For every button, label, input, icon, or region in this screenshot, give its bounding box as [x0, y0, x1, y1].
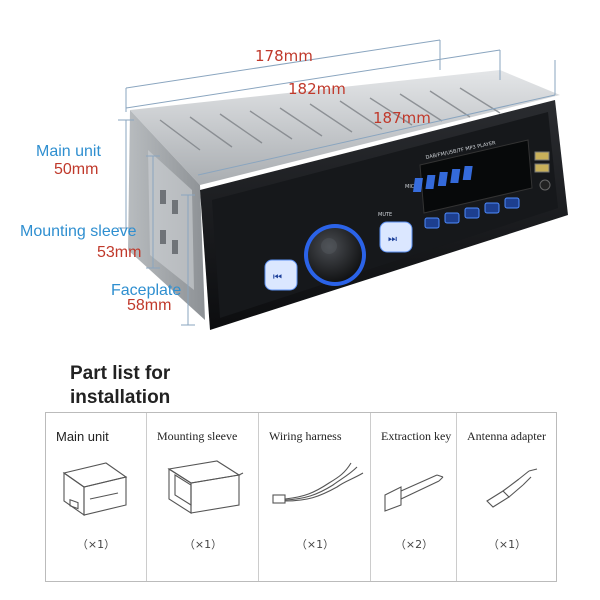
preset-buttons [424, 197, 520, 229]
prev-track-button-photo [264, 259, 298, 291]
svg-text:⏭: ⏭ [388, 234, 397, 245]
width-label-182: 182mm [288, 80, 346, 98]
part-qty: （×1） [295, 538, 335, 551]
product-photo: DAB/FM/USB/TF MP3 PLAYER MIC MUTE ⏮ ⏭ [118, 39, 568, 330]
sleeve-dim-label: Mounting sleeve [20, 223, 137, 240]
sleeve-dim-value: 53mm [97, 244, 142, 261]
part-name: Mounting sleeve [157, 429, 238, 443]
svg-text:⏮: ⏮ [273, 272, 282, 283]
part-cell-main-unit: Main unit （×1） [46, 413, 146, 581]
part-qty: （×1） [487, 538, 527, 551]
part-qty: （×1） [183, 538, 223, 551]
next-track-button-photo [379, 221, 413, 253]
part-name: Antenna adapter [467, 429, 546, 443]
volume-knob [308, 228, 362, 282]
faceplate-dim-value: 58mm [127, 297, 172, 314]
usb-port-2 [534, 163, 550, 173]
mounting-sleeve-icon [147, 453, 259, 528]
aux-jack [539, 179, 551, 191]
antenna-adapter-icon [457, 453, 557, 528]
display-segments [413, 166, 473, 192]
part-name: Main unit [56, 429, 109, 444]
part-cell-extraction-key: Extraction key （×2） [370, 413, 457, 581]
part-cell-antenna-adapter: Antenna adapter （×1） [456, 413, 557, 581]
vent-slots [159, 87, 501, 151]
usb-port-1 [534, 151, 550, 161]
main-unit-dim-label: Main unit [36, 143, 101, 160]
wiring-harness-icon [259, 453, 371, 528]
dimension-lines [118, 39, 556, 326]
extraction-key-icon [371, 453, 457, 528]
part-name: Extraction key [381, 429, 452, 443]
part-cell-wiring-harness: Wiring harness （×1） [258, 413, 371, 581]
main-unit-icon [46, 453, 146, 528]
parts-list-title: Part list for installation [70, 363, 171, 408]
car-stereo-illustration: DAB/FM/USB/TF MP3 PLAYER MIC MUTE ⏮ ⏭ [118, 39, 568, 330]
part-qty: （×2） [394, 538, 434, 551]
faceplate-dim-label: Faceplate [111, 282, 182, 299]
main-unit-dim-value: 50mm [54, 161, 99, 178]
part-cell-mounting-sleeve: Mounting sleeve （×1） [146, 413, 259, 581]
width-label-178: 178mm [255, 47, 313, 65]
parts-panel: Main unit （×1） Mounting sleeve [45, 412, 557, 582]
width-label-187: 187mm [373, 109, 431, 127]
part-qty: （×1） [76, 538, 116, 551]
part-name: Wiring harness [269, 429, 342, 443]
lcd-display [419, 139, 533, 214]
mute-label: MUTE [378, 212, 392, 218]
mic-label: MIC [405, 184, 415, 190]
